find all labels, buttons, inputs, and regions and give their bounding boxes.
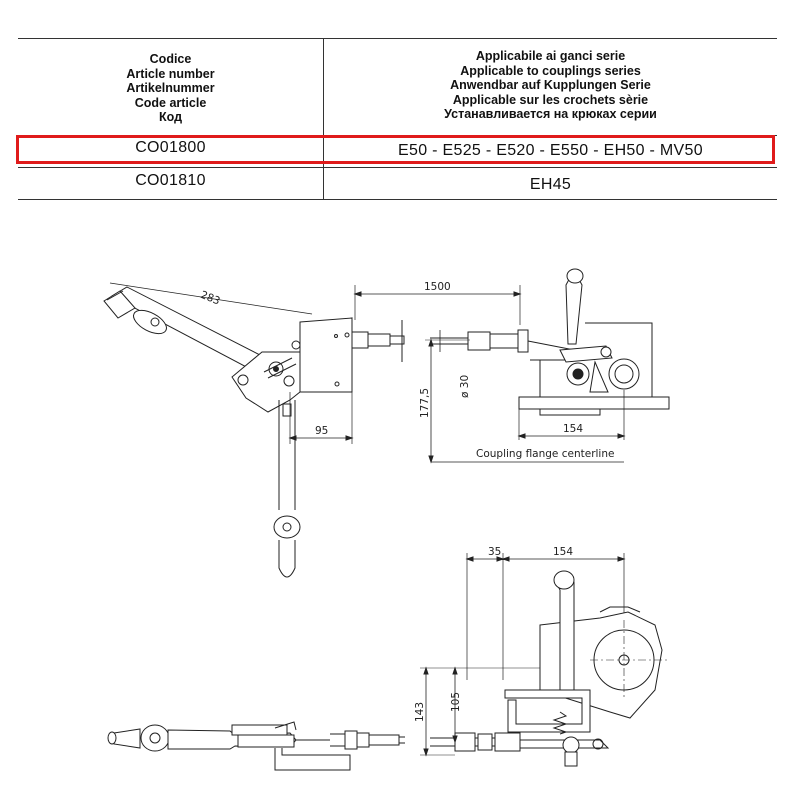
highlight-box [16, 135, 775, 164]
header-applicable-it: Applicabile ai ganci serie [475, 49, 626, 63]
header-code-ru: Код [158, 110, 183, 124]
dim-35: 35 [488, 546, 501, 558]
dim-95: 95 [315, 425, 328, 437]
plan-view-lever [107, 721, 405, 771]
header-code-de: Artikelnummer [126, 81, 215, 95]
header-code: Codice Article number Artikelnummer Code… [18, 52, 323, 125]
header-applicable-fr: Applicable sur les crochets sèrie [452, 92, 649, 107]
dim-105: 105 [450, 692, 462, 712]
side-view-coupling: 1500 ø 30 177,5 154 [353, 268, 670, 464]
dim-177-5: 177,5 [419, 388, 431, 418]
dim-154-top: 154 [563, 423, 583, 435]
header-applicable: Applicabile ai ganci serie Applicable to… [324, 49, 777, 122]
row-divider [18, 167, 777, 168]
article-table: Codice Article number Artikelnummer Code… [18, 38, 777, 200]
header-code-fr: Code article [134, 95, 207, 110]
side-view-lever: 283 95 [103, 282, 405, 578]
centerline-label: Coupling flange centerline [476, 448, 614, 460]
column-divider [323, 39, 324, 199]
header-applicable-ru: Устанавливается на крюках серии [444, 107, 657, 121]
row2-applicable: EH45 [529, 176, 572, 193]
dim-30: ø 30 [459, 375, 471, 398]
front-view-coupling: 35 154 105 143 [414, 546, 668, 767]
row1-code: CO01800 [135, 139, 206, 156]
header-code-en: Article number [126, 66, 215, 81]
dim-143: 143 [414, 702, 426, 722]
header-code-it: Codice [149, 52, 192, 66]
header-applicable-en: Applicable to couplings series [460, 63, 641, 78]
row1-applicable: E50 - E525 - E520 - E550 - EH50 - MV50 [398, 142, 703, 159]
dim-283: 283 [199, 289, 222, 308]
dim-1500: 1500 [424, 281, 451, 293]
dim-154-bottom: 154 [553, 546, 573, 558]
header-applicable-de: Anwendbar auf Kupplungen Serie [450, 78, 651, 92]
row2-code: CO01810 [135, 172, 206, 189]
